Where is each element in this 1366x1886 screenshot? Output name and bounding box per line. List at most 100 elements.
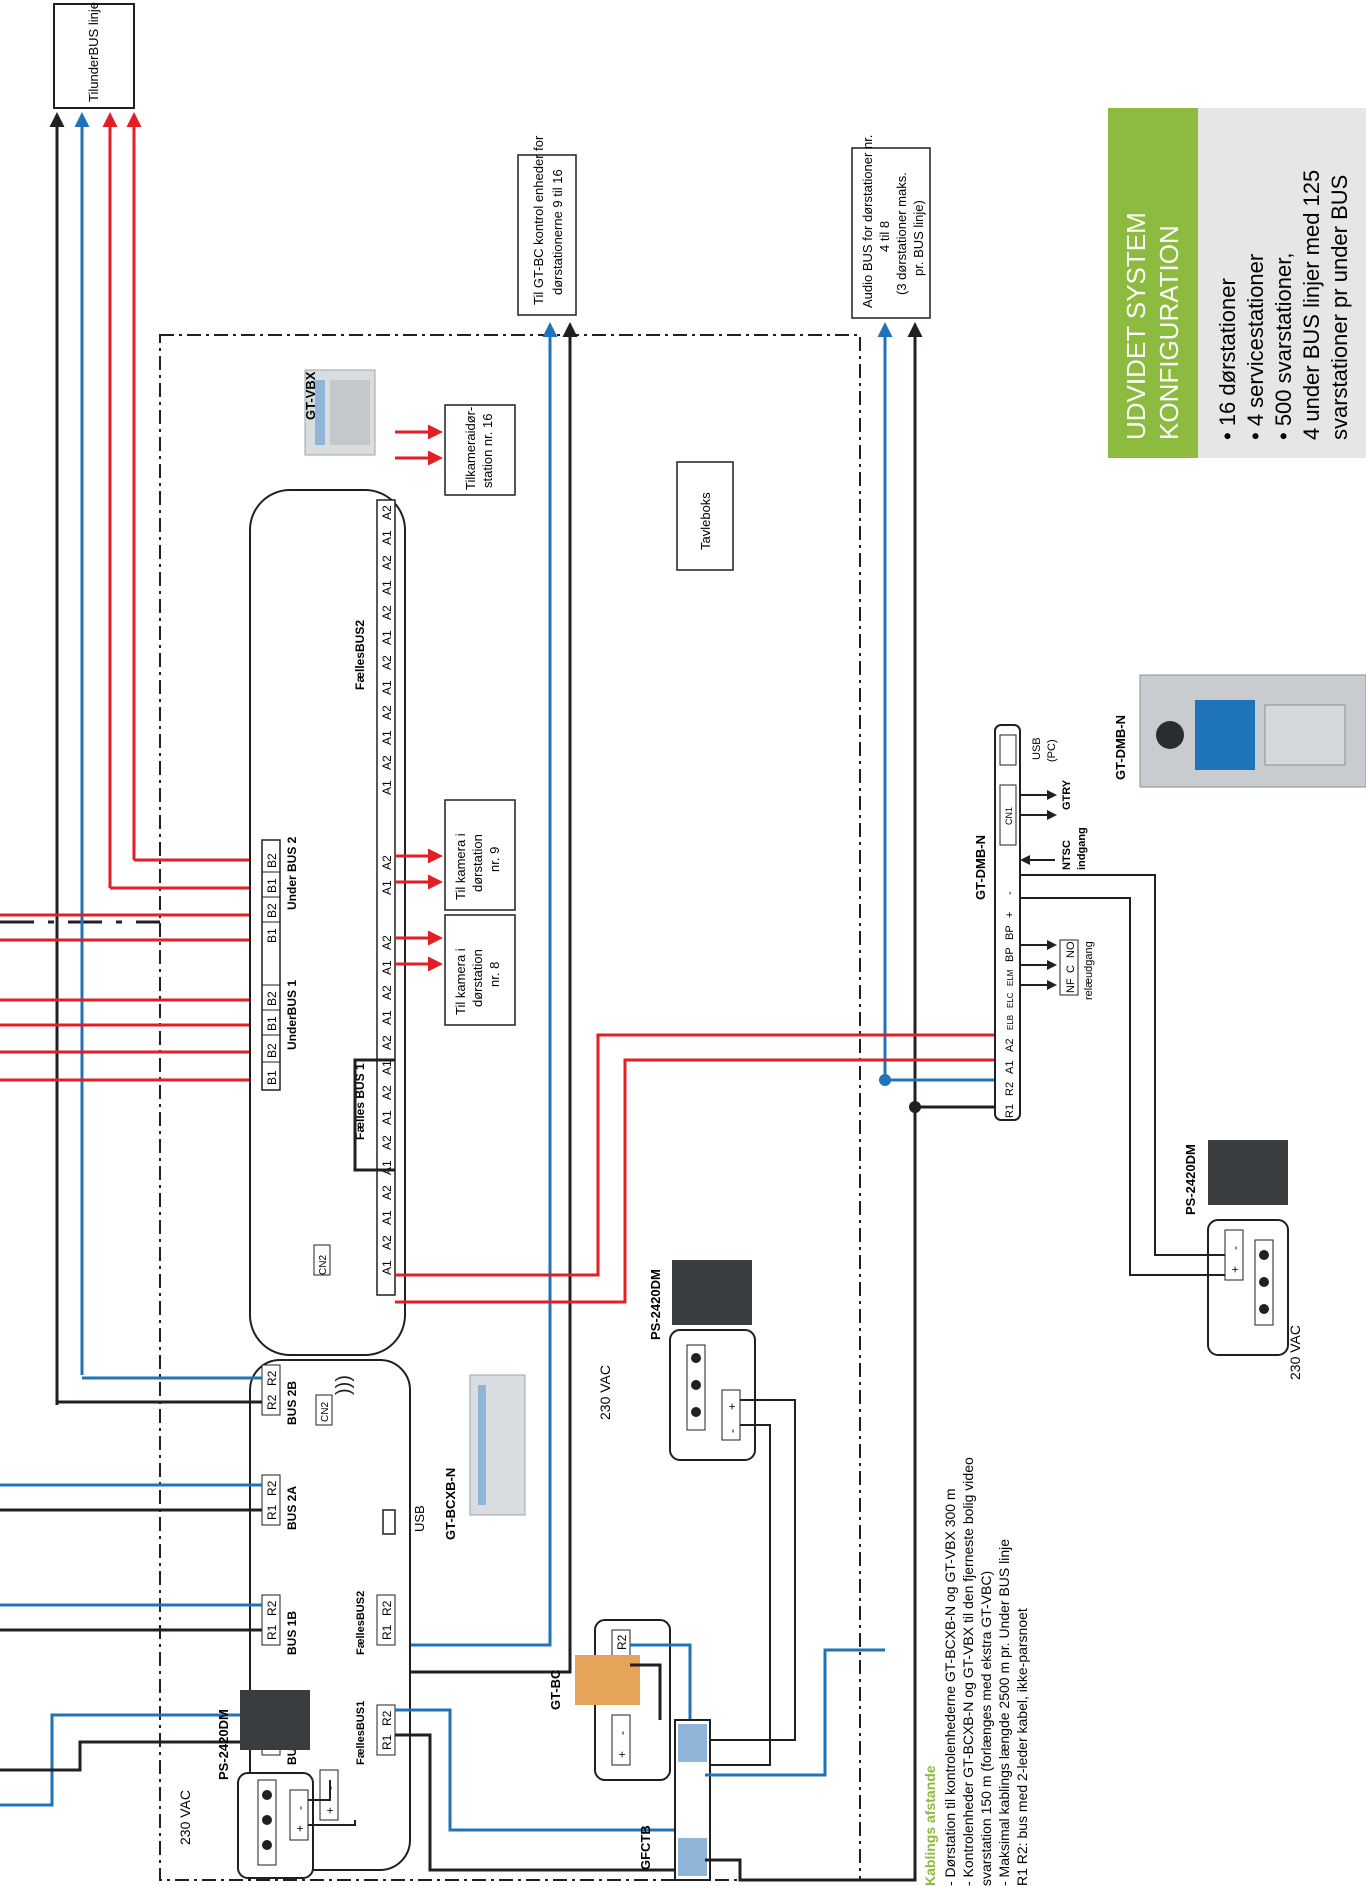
svg-text:UDVIDET SYSTEM: UDVIDET SYSTEM: [1121, 212, 1151, 440]
svg-text:R2: R2: [265, 1600, 279, 1616]
svg-text:A2: A2: [380, 935, 394, 950]
gt-dmb-n-panel-image: [1139, 674, 1366, 788]
svg-text:USB: USB: [1031, 737, 1043, 760]
svg-text:A1: A1: [380, 880, 394, 895]
svg-text:GT-BCXB-N: GT-BCXB-N: [443, 1468, 458, 1540]
svg-text:svarstationer pr under BUS: svarstationer pr under BUS: [1327, 175, 1352, 440]
svg-text:GT-DMB-N: GT-DMB-N: [973, 835, 988, 900]
svg-text:A2: A2: [380, 505, 394, 520]
svg-text:CN2: CN2: [320, 1402, 331, 1422]
svg-text:A2: A2: [380, 855, 394, 870]
config-panel-body: [1198, 108, 1366, 458]
til-under-bus-box: [53, 3, 135, 109]
gt-dmb-n-unit: [994, 724, 1021, 1121]
svg-text:Audio BUS for dørstationer nr.: Audio BUS for dørstationer nr.: [860, 135, 875, 308]
svg-text:B2: B2: [265, 1043, 279, 1058]
svg-text:-: -: [293, 1806, 307, 1810]
svg-text:GFCTB: GFCTB: [638, 1825, 653, 1870]
svg-text:NO: NO: [1065, 941, 1077, 958]
svg-text:dørstation: dørstation: [470, 834, 485, 892]
svg-text:B2: B2: [265, 853, 279, 868]
svg-text:dørstationerne 9 til 16: dørstationerne 9 til 16: [550, 169, 565, 295]
svg-text:station nr. 16: station nr. 16: [480, 414, 495, 488]
svg-text:R2: R2: [265, 1370, 279, 1386]
svg-text:A2: A2: [380, 985, 394, 1000]
svg-text:R2: R2: [380, 1600, 394, 1616]
svg-text:4 under BUS linjer med 125: 4 under BUS linjer med 125: [1299, 170, 1324, 440]
svg-text:A2: A2: [380, 755, 394, 770]
faelles-bus2-label: FællesBUS2: [353, 620, 367, 690]
svg-text:indgang: indgang: [1076, 827, 1088, 870]
svg-text:R1: R1: [265, 1624, 279, 1640]
svg-text:BUS 2B: BUS 2B: [285, 1381, 299, 1425]
svg-text:230 VAC: 230 VAC: [597, 1365, 613, 1420]
svg-text:BUS 1B: BUS 1B: [285, 1611, 299, 1655]
svg-text:A1: A1: [380, 1160, 394, 1175]
svg-text:A2: A2: [380, 1135, 394, 1150]
svg-text:R2: R2: [615, 1634, 629, 1650]
svg-text:230 VAC: 230 VAC: [1287, 1325, 1303, 1380]
svg-text:A1: A1: [380, 1010, 394, 1025]
camera-9-box: [444, 799, 516, 911]
svg-text:230 VAC: 230 VAC: [177, 1790, 193, 1845]
svg-text:GT-BC: GT-BC: [548, 1669, 563, 1710]
svg-text:B2: B2: [265, 903, 279, 918]
svg-text:(3 dørstationer maks.: (3 dørstationer maks.: [894, 172, 909, 295]
svg-text:Til kamera i: Til kamera i: [453, 948, 468, 1015]
svg-text:BUS 2A: BUS 2A: [285, 1486, 299, 1530]
svg-text:FællesBUS1: FællesBUS1: [355, 1701, 367, 1765]
config-panel-header: [1108, 108, 1198, 458]
camera-16-box: [444, 404, 516, 496]
svg-text:relæudgang: relæudgang: [1083, 941, 1095, 1000]
svg-text:Til GT-BC kontrol enheder for: Til GT-BC kontrol enheder for: [531, 135, 546, 305]
svg-text:B1: B1: [265, 1016, 279, 1031]
tavleboks-enclosure: [159, 334, 861, 1881]
svg-text:R2: R2: [265, 1480, 279, 1496]
svg-text:ELC: ELC: [1006, 992, 1015, 1008]
svg-text:B1: B1: [265, 878, 279, 893]
ps-2420dm-middle: [669, 1329, 756, 1461]
under-bus1-label: UnderBUS 1: [285, 980, 299, 1050]
camera-8-box: [444, 914, 516, 1026]
under-bus2-label: Under BUS 2: [285, 836, 299, 910]
gt-vbx-label: GT-VBX: [303, 371, 318, 420]
red-to-dmb-a1: [395, 1058, 1005, 1304]
svg-text:A1: A1: [380, 960, 394, 975]
svg-text:PS-2420DM: PS-2420DM: [648, 1269, 663, 1340]
svg-text:A1: A1: [380, 530, 394, 545]
red-to-dmb-a2: [395, 1033, 1005, 1277]
svg-text:A2: A2: [380, 1035, 394, 1050]
svg-text:A2: A2: [380, 1235, 394, 1250]
svg-text:R1: R1: [380, 1624, 394, 1640]
svg-text:R2: R2: [380, 1710, 394, 1726]
svg-text:A1: A1: [380, 680, 394, 695]
gt-vbx-unit: [249, 489, 406, 1356]
svg-text:R1: R1: [265, 1504, 279, 1520]
under-bus-terminals: B2 B1 B2 B1 B2 B1 B2 B1: [261, 839, 281, 1091]
svg-text:R1: R1: [1004, 1104, 1016, 1118]
svg-text:USB: USB: [412, 1505, 427, 1532]
svg-text:+: +: [1228, 1266, 1242, 1273]
svg-text:A1: A1: [380, 630, 394, 645]
black-to-gtbc: [395, 322, 578, 1674]
cn2-link: [353, 1058, 395, 1172]
svg-text:-: -: [1004, 891, 1016, 895]
gt-dmb-n-terminals: R1 R2 A1 A2 ELB ELC ELM BP BP + -: [1004, 891, 1016, 1118]
svg-text:+: +: [725, 1403, 739, 1410]
svg-text:A1: A1: [380, 1210, 394, 1225]
svg-text:• 4 servicestationer: • 4 servicestationer: [1243, 254, 1268, 440]
svg-text:(PC): (PC): [1046, 739, 1058, 762]
svg-text:+: +: [615, 1751, 629, 1758]
til-under-bus-label: TilunderBUS linje Nr. 4: [86, 0, 101, 102]
svg-text:B1: B1: [265, 928, 279, 943]
svg-text:ELB: ELB: [1006, 1015, 1015, 1030]
svg-text:-: -: [725, 1429, 739, 1433]
svg-text:A2: A2: [380, 1085, 394, 1100]
tavleboks-box: [676, 461, 734, 571]
svg-text:nr. 8: nr. 8: [487, 962, 502, 987]
audio-bus-box: [851, 147, 931, 319]
svg-text:R1 R2: bus med 2-leder kabel,: R1 R2: bus med 2-leder kabel, ikke-parsn…: [1014, 1608, 1030, 1886]
gt-bcxb-n-device-image: [469, 1374, 526, 1516]
svg-text:-: -: [1228, 1246, 1242, 1250]
